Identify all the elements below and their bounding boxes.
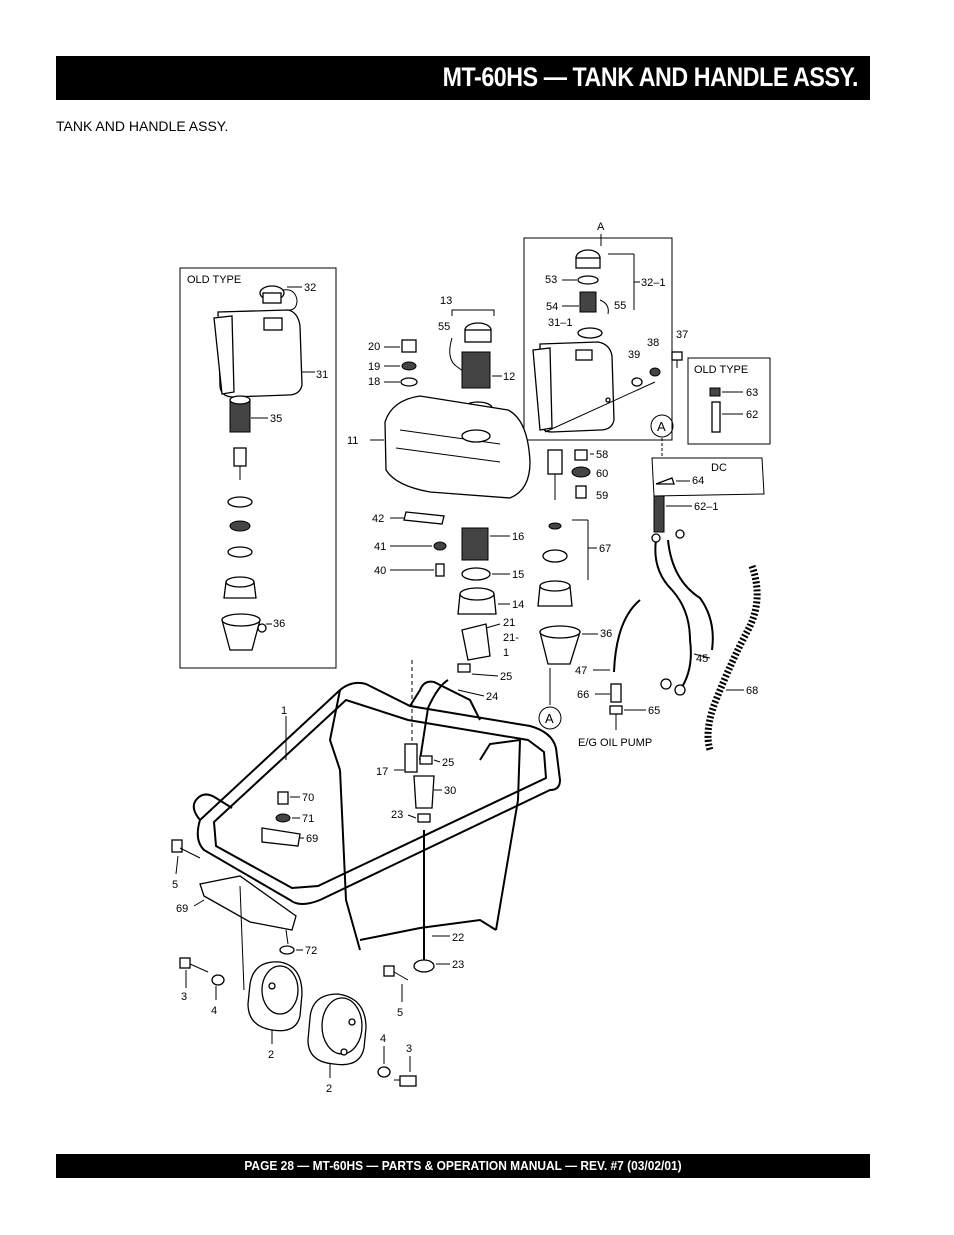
label-59: 59 [596,490,608,502]
detail-a-marker-2 [538,706,562,730]
label-62: 62 [746,409,758,421]
detail-a-label: A [597,221,605,233]
label-3-right: 3 [406,1043,412,1055]
label-18: 18 [368,376,380,388]
footer-bar: PAGE 28 — MT-60HS — PARTS & OPERATION MA… [56,1154,870,1178]
label-19: 19 [368,361,380,373]
label-39: 39 [628,349,640,361]
label-2-left: 2 [268,1049,274,1061]
label-69-bottom: 69 [176,903,188,915]
label-42: 42 [372,513,384,525]
label-32: 32 [304,282,316,294]
label-15: 15 [512,569,524,581]
detail-a-marker-2-label: A [545,711,554,726]
rubber-mount-2-right: 2 [307,993,367,1095]
label-70: 70 [302,792,314,804]
label-14: 14 [512,599,524,611]
label-58: 58 [596,449,608,461]
label-67: 67 [599,543,611,555]
label-20: 20 [368,341,380,353]
label-12: 12 [503,371,515,383]
label-5-left: 5 [172,879,178,891]
label-72: 72 [305,945,317,957]
label-3-left: 3 [181,991,187,1003]
label-63: 63 [746,387,758,399]
label-64: 64 [692,475,704,487]
label-69-top: 69 [306,833,318,845]
label-41: 41 [374,541,386,553]
label-68: 68 [746,685,758,697]
old-type-left-panel: OLD TYPE 32 31 35 36 [179,267,337,669]
label-71: 71 [302,813,314,825]
label-66: 66 [577,689,589,701]
page-subtitle: TANK AND HANDLE ASSY. [56,118,229,134]
label-21: 21 [503,617,515,629]
label-31-1: 31–1 [548,317,572,329]
handle-frame-1: 1 [192,680,562,951]
footer-text: PAGE 28 — MT-60HS — PARTS & OPERATION MA… [244,1158,682,1173]
old-type-right-label: OLD TYPE [694,364,748,376]
detail-a-panel: A 53 54 55 31–1 32–1 [523,221,673,441]
old-type-left-label: OLD TYPE [187,274,241,286]
label-4-left: 4 [211,1005,217,1017]
old-type-right-panel: OLD TYPE 63 62 [687,357,771,445]
label-25-bottom: 25 [442,757,454,769]
label-22: 22 [452,932,464,944]
label-54: 54 [546,301,558,313]
label-24: 24 [486,691,498,703]
label-13: 13 [440,295,452,307]
label-55-main: 55 [438,321,450,333]
label-30: 30 [444,785,456,797]
label-4-right: 4 [380,1033,386,1045]
label-36-right: 36 [600,628,612,640]
spring-62-1 [653,495,665,533]
label-40: 40 [374,565,386,577]
label-23-bottom: 23 [452,959,464,971]
label-55-detail: 55 [614,300,626,312]
label-38: 38 [647,337,659,349]
label-65: 65 [648,705,660,717]
label-32-1: 32–1 [641,277,665,289]
label-35: 35 [270,413,282,425]
dc-panel: DC 64 [651,457,765,497]
label-37: 37 [676,329,688,341]
label-47: 47 [575,665,587,677]
dc-label: DC [711,462,727,474]
label-45: 45 [696,653,708,665]
label-5-right: 5 [397,1007,403,1019]
label-21-1b: 1 [503,647,509,659]
label-2-right: 2 [326,1083,332,1095]
label-53: 53 [545,274,557,286]
label-23-mid: 23 [391,809,403,821]
label-36-left: 36 [273,618,285,630]
label-60: 60 [596,468,608,480]
label-1: 1 [281,705,287,717]
title-bar: MT-60HS — TANK AND HANDLE ASSY. [56,56,870,100]
label-11: 11 [347,435,358,447]
label-31: 31 [316,369,328,381]
label-16: 16 [512,531,524,543]
page-title: MT-60HS — TANK AND HANDLE ASSY. [442,62,859,92]
label-62-1: 62–1 [694,501,718,513]
detail-a-marker-1-label: A [657,419,666,434]
rubber-mount-2-left: 2 [247,961,303,1061]
label-21-1a: 21- [503,632,519,644]
eg-oil-pump-label: E/G OIL PUMP [578,737,652,749]
label-17: 17 [376,766,388,778]
fuel-tank-11: 13 55 12 11 [347,295,531,499]
label-25-top: 25 [500,671,512,683]
detail-a-marker-1 [650,414,674,438]
